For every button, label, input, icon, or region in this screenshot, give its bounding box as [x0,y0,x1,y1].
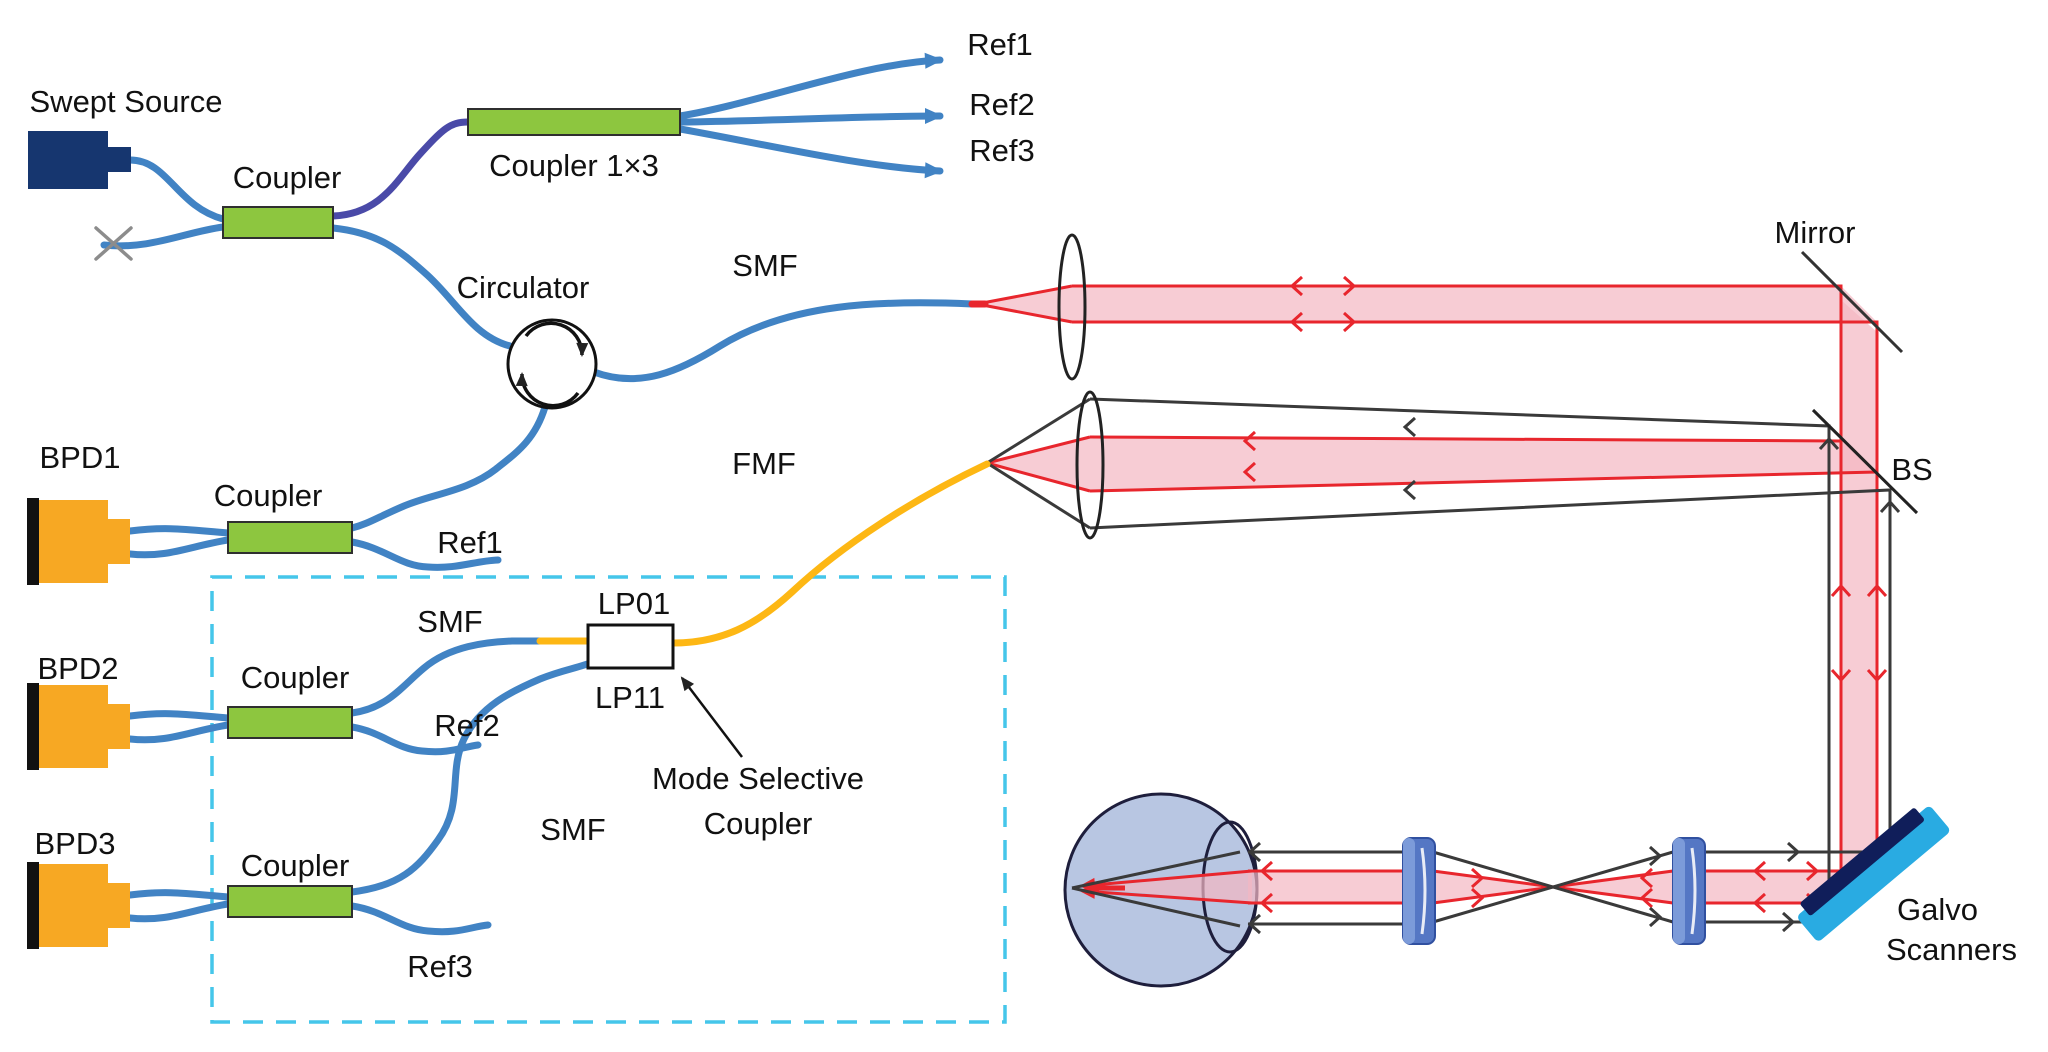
label-bpd2: BPD2 [38,651,119,686]
coupler-bpd1-box [227,521,353,554]
label-bs: BS [1891,452,1932,487]
collimator-lens-fmf [1075,390,1105,540]
fiber-yellow-fmf [669,460,991,647]
coupler-bpd3-box [227,885,353,918]
relay-lens-2 [1672,837,1706,945]
label-galvo-2: Scanners [1886,932,2017,967]
coupler-bpd2-box [227,706,353,739]
label-mirror: Mirror [1775,215,1856,250]
label-coupler-bpd1: Coupler [214,478,323,513]
mode-selective-coupler-box [586,623,675,670]
label-coupler-bpd3: Coupler [241,848,350,883]
coupler-1x3-box [467,108,681,136]
collimator-lens-smf [1057,233,1087,381]
label-mode-selective-2: Coupler [704,806,813,841]
label-bpd3: BPD3 [35,826,116,861]
label-smf-sample: SMF [732,248,797,283]
label-galvo-1: Galvo [1897,892,1978,927]
dashed-region-box [210,575,1007,1024]
optics [1057,233,1950,945]
bpd1-box [27,498,130,585]
label-coupler-bpd2: Coupler [241,660,350,695]
fiber-purple [329,118,472,220]
label-fmf: FMF [732,446,796,481]
components [27,108,743,949]
bpd2-box [27,683,130,770]
labels: Swept Source Coupler Coupler 1×3 Circula… [30,27,2017,984]
label-mode-selective-1: Mode Selective [652,761,864,796]
fibers [94,52,991,936]
label-coupler-1x3: Coupler 1×3 [489,148,659,183]
label-ref1-det: Ref1 [437,525,502,560]
label-lp01: LP01 [598,586,670,621]
terminated-port-x [94,226,133,261]
label-ref3-fan: Ref3 [969,133,1034,168]
label-ref2-fan: Ref2 [969,87,1034,122]
label-ref3-det: Ref3 [407,949,472,984]
label-coupler-src: Coupler [233,160,342,195]
label-ref1-fan: Ref1 [967,27,1032,62]
coupler-source-box [222,206,334,239]
label-smf-to-msc: SMF [417,604,482,639]
label-swept-source: Swept Source [30,84,223,119]
label-circulator: Circulator [457,270,590,305]
label-ref2-det: Ref2 [434,708,499,743]
beam-black-lines [986,397,1901,935]
relay-lens-1 [1402,837,1436,945]
label-lp11: LP11 [595,680,665,715]
reference-mirror [1800,250,1904,354]
label-smf-from-bpd3: SMF [540,812,605,847]
annotation-arrow [680,676,743,758]
beam-splitter [1811,408,1919,515]
label-bpd1: BPD1 [40,440,121,475]
swept-source-box [28,131,131,189]
circulator-symbol [506,318,598,410]
bpd3-box [27,862,130,949]
galvo-scanner-mirror [1798,806,1950,941]
